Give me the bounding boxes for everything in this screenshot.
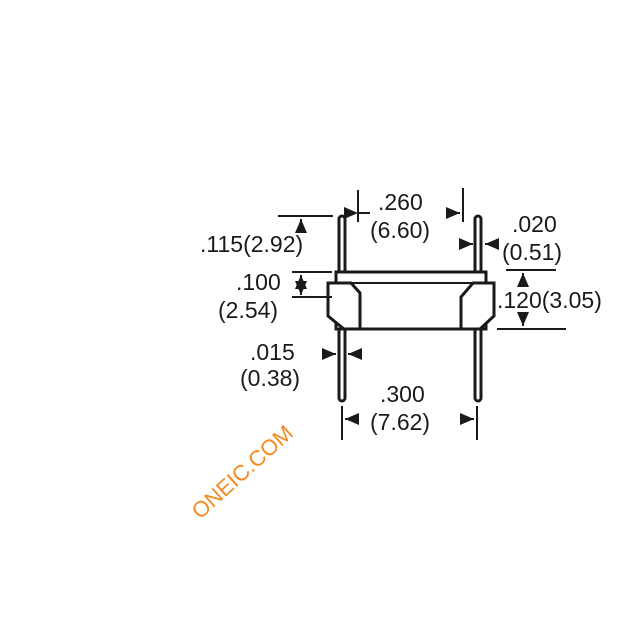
lead-right-bottom: [473, 326, 483, 403]
lead-left-bottom: [337, 326, 347, 403]
dimension-lines: [278, 188, 566, 440]
dim-260-inch: .260: [378, 189, 423, 215]
dim-300-mm: (7.62): [370, 409, 430, 435]
dim-115: .115(2.92): [200, 231, 303, 257]
dim-100-mm: (2.54): [218, 297, 278, 323]
lead-left-top: [337, 214, 347, 276]
dim-300-inch: .300: [380, 381, 425, 407]
dim-120: .120(3.05): [497, 287, 602, 313]
watermark: ONEIC.COM: [187, 420, 298, 524]
dim-100-inch: .100: [236, 269, 281, 295]
dim-020-mm: (0.51): [502, 239, 562, 265]
dim-260-mm: (6.60): [370, 217, 430, 243]
dim-015-inch: .015: [250, 339, 295, 365]
dim-015-mm: (0.38): [240, 365, 300, 391]
dim-020-inch: .020: [512, 211, 557, 237]
component-body: [326, 270, 496, 331]
lead-right-top: [473, 214, 483, 276]
